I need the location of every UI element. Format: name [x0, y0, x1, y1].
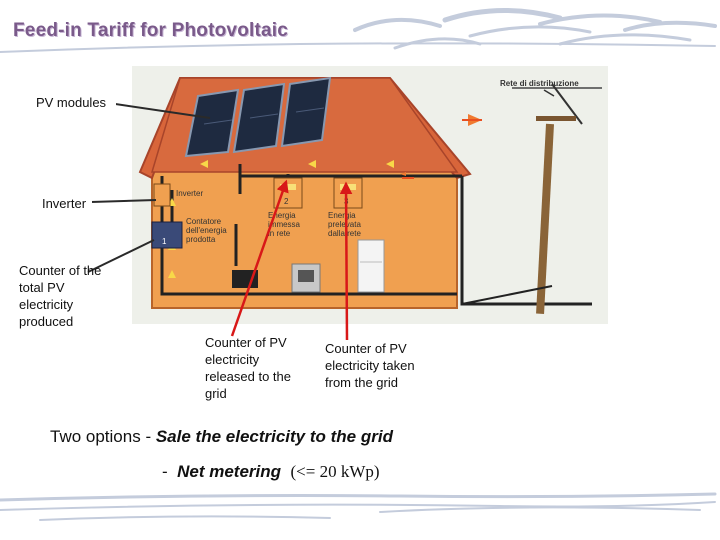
diagram-contatore-line2: dell'energia [186, 226, 227, 235]
inverter-icon [153, 183, 171, 207]
pv-modules-connector [101, 101, 211, 119]
diagram-contatore-line1: Contatore [186, 217, 222, 226]
option-dash: - [162, 462, 168, 481]
counter-released-arrow [230, 179, 289, 337]
grid-pole-icon [461, 83, 602, 314]
counter-released-label: Counter of PV electricity released to th… [205, 335, 292, 401]
options-line-1: Two options - Sale the electricity to th… [50, 427, 393, 447]
meter-1-icon [151, 221, 183, 249]
inverter-connector [90, 199, 157, 203]
pv-modules-label: PV modules [26, 93, 116, 112]
inverter-label: Inverter [36, 194, 92, 213]
diagram-immessa-line1: Energia [268, 211, 296, 220]
appliance-fridge-icon [357, 239, 385, 293]
counter-total-label: Counter of the total PV electricity prod… [19, 263, 102, 329]
pv-system-diagram: Inverter 1 Contatore dell'energia prodot… [132, 66, 608, 324]
meter-1-number: 1 [162, 237, 167, 246]
diagram-inverter-text: Inverter [176, 189, 203, 198]
option-sale-electricity: Sale the electricity to the grid [155, 427, 393, 446]
diagram-immessa-line3: in rete [268, 229, 291, 238]
option-net-metering-note: (<= 20 kWp) [290, 462, 380, 481]
diagram-prelevata-line2: prelevata [328, 220, 361, 229]
slide-title: Feed-in Tariff for Photovoltaic [13, 20, 289, 41]
options-line-2: - Net metering (<= 20 kWp) [162, 462, 380, 482]
diagram-prelevata-line3: dalla rete [328, 229, 361, 238]
diagram-prelevata-line1: Energia [328, 211, 356, 220]
diagram-contatore-line3: prodotta [186, 235, 216, 244]
options-lead: Two options - [50, 427, 152, 446]
counter-taken-label: Counter of PV electricity taken from the… [325, 341, 415, 390]
pv-panels-icon [184, 76, 332, 158]
diagram-immessa-line2: immessa [268, 220, 301, 229]
counter-total-connector [87, 239, 155, 273]
counter-taken-arrow [339, 181, 353, 341]
option-net-metering: Net metering [177, 462, 282, 481]
diagram-grid-text: Rete di distribuzione [500, 79, 579, 88]
meter-2-number: 2 [284, 197, 289, 206]
